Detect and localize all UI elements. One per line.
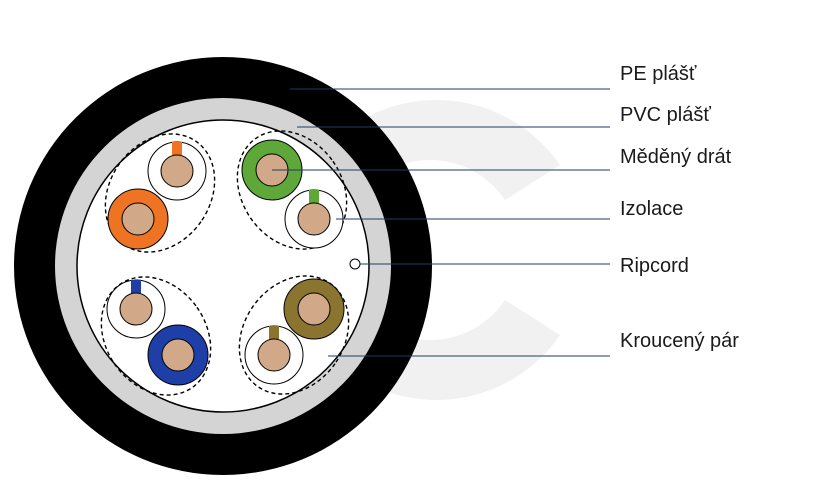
wire-blue-white <box>106 279 166 339</box>
wire-blue <box>147 324 209 386</box>
label-copper-wire: Měděný drát <box>620 146 732 168</box>
wire-green-white <box>284 189 344 249</box>
label-twisted-pair: Kroucený pár <box>620 330 739 352</box>
twisted-pair-group-green <box>236 130 348 250</box>
cable-core <box>76 119 370 413</box>
leader-lines <box>272 88 610 357</box>
label-insulation: Izolace <box>620 198 683 220</box>
label-pe-sheath: PE plášť <box>620 63 697 85</box>
ripcord <box>349 258 361 270</box>
twisted-pair-group-orange <box>104 133 216 253</box>
wire-brown-white <box>244 325 304 385</box>
wire-brown <box>283 278 345 340</box>
label-ripcord: Ripcord <box>620 255 689 277</box>
wire-orange-white <box>147 141 207 201</box>
label-pvc-sheath: PVC plášť <box>620 104 711 126</box>
wire-orange <box>107 188 169 250</box>
